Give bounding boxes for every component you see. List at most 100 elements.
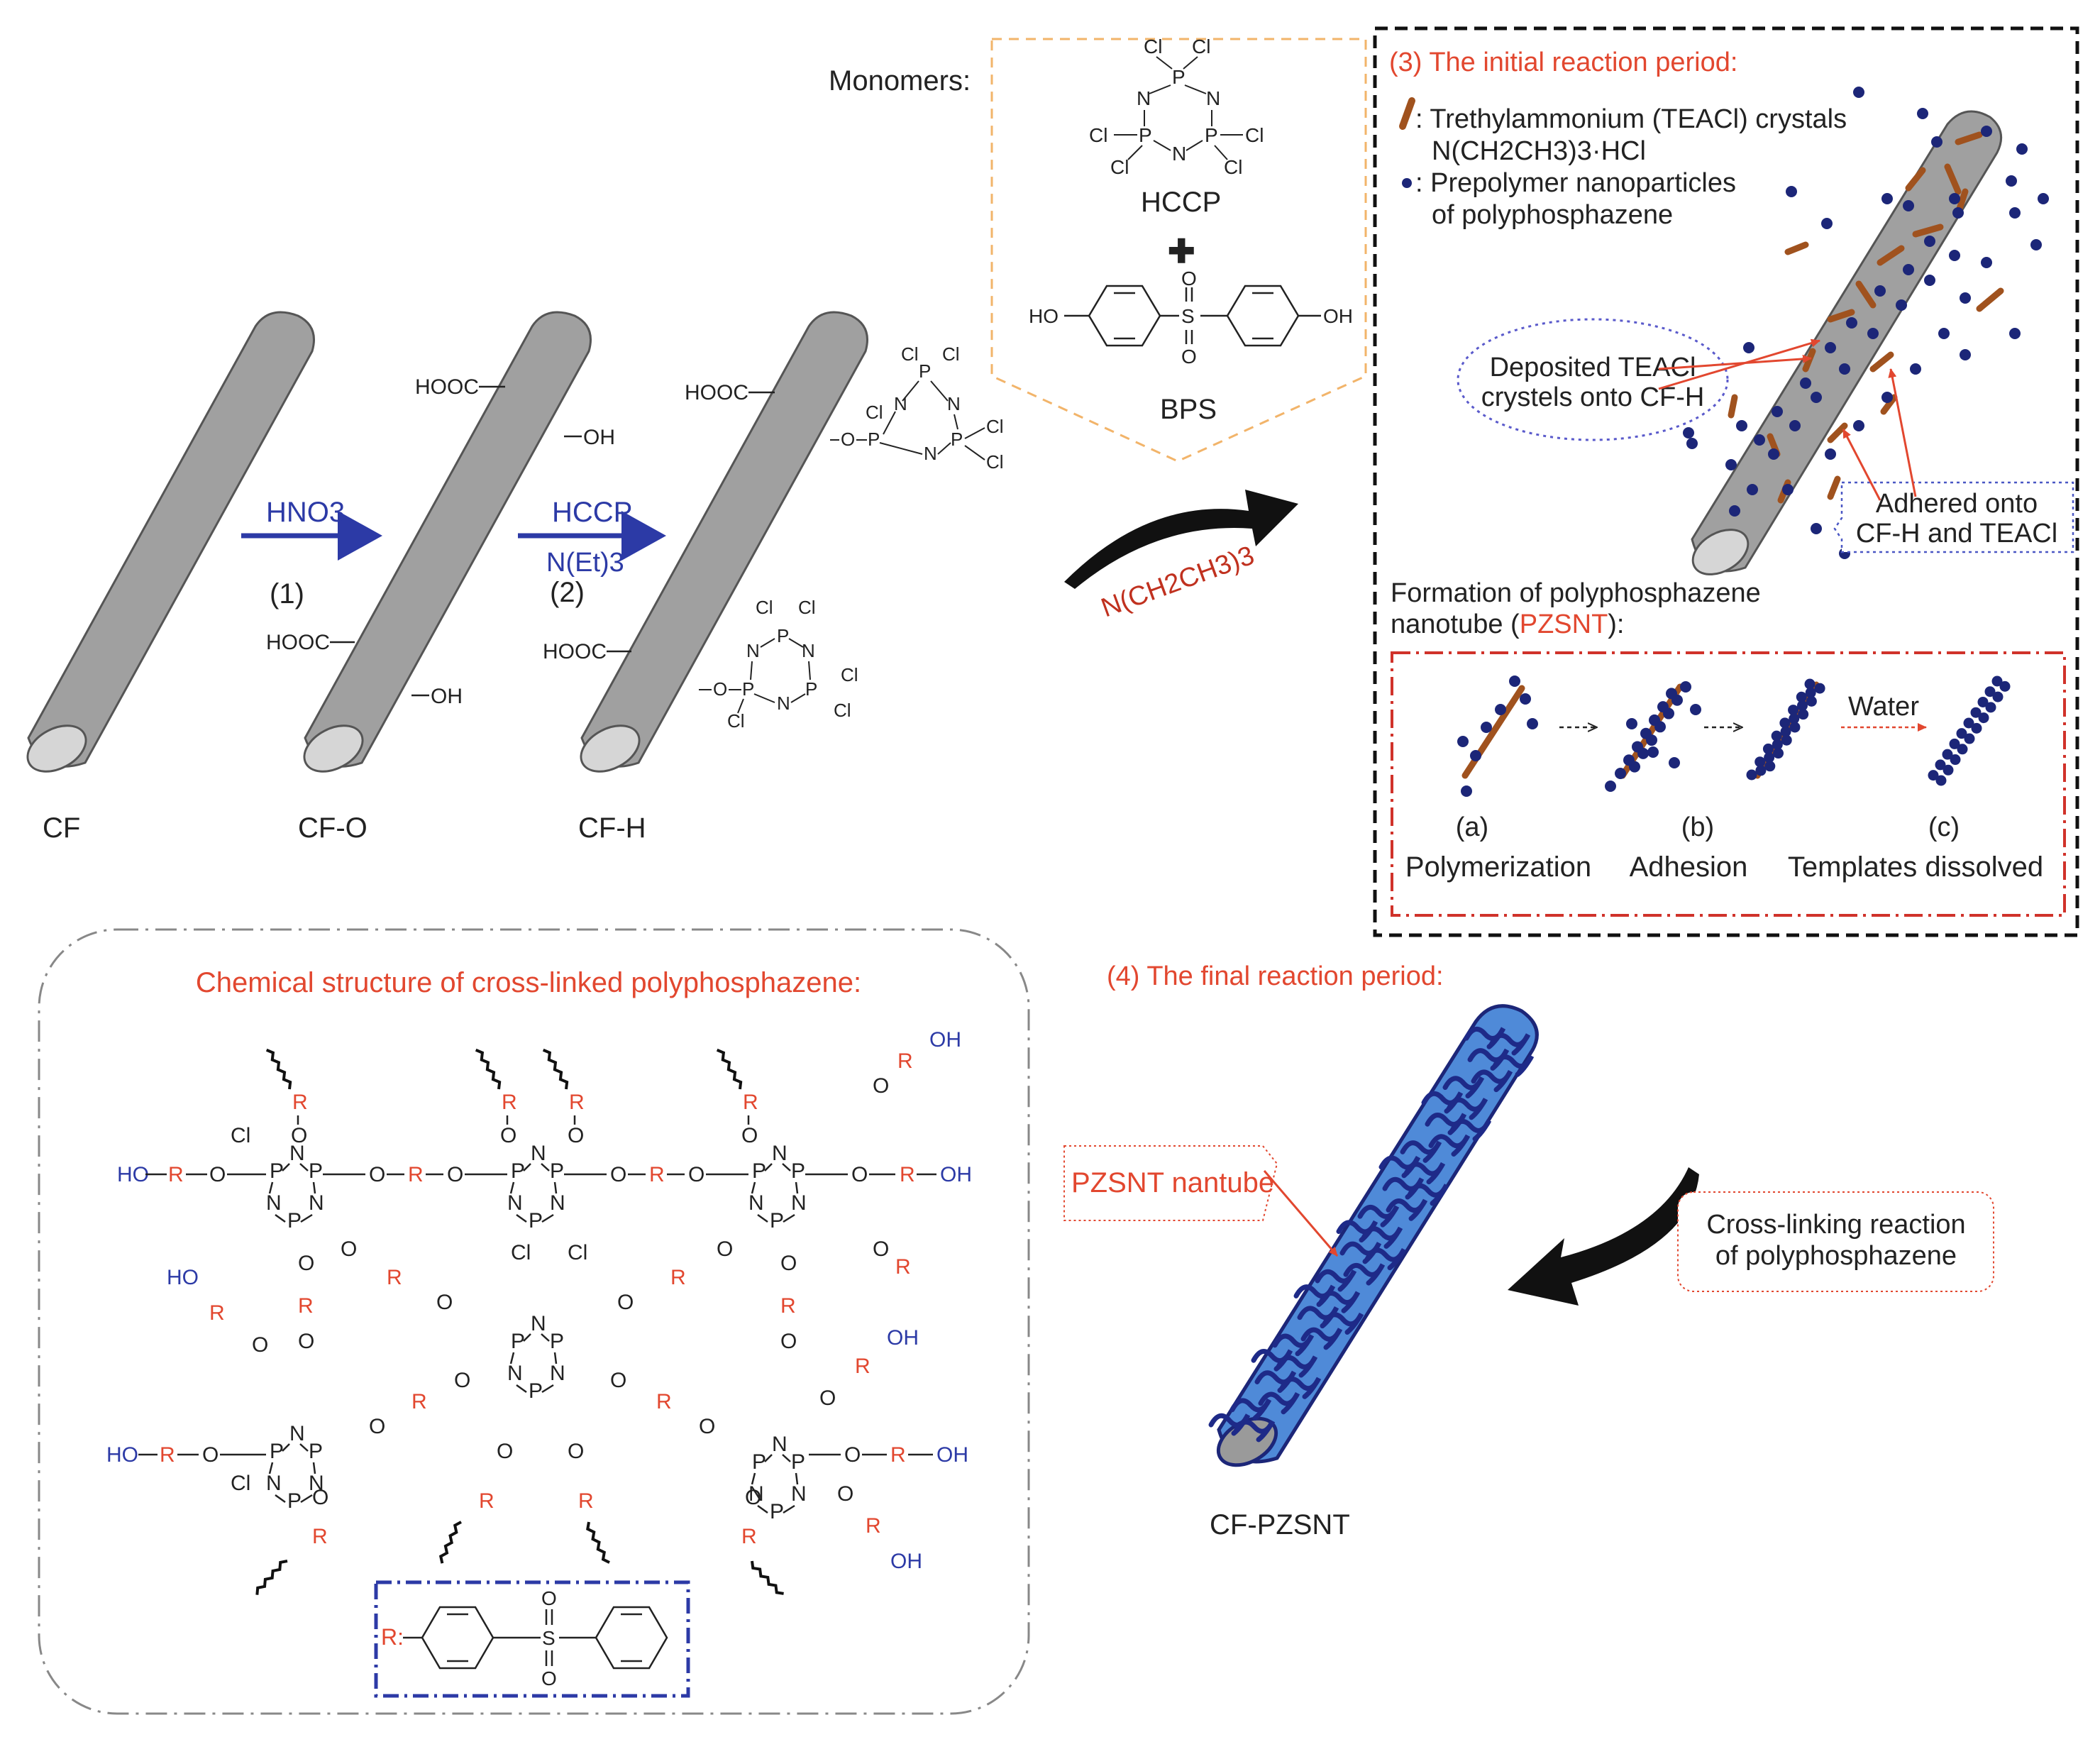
svg-text:Cl: Cl	[866, 402, 883, 423]
bond	[268, 1181, 274, 1194]
atom-label: R	[168, 1163, 184, 1186]
nanotube-strand	[1449, 1118, 1492, 1142]
nanoparticle	[1666, 688, 1677, 700]
nanotube-strand	[1276, 1355, 1318, 1378]
teacl-crystal	[1912, 224, 1944, 238]
nanoparticle	[1949, 738, 1960, 749]
formation-nanoparticles	[1457, 676, 2011, 797]
bond	[541, 1163, 550, 1171]
atom-label: R	[855, 1355, 871, 1378]
nanoparticle	[1999, 680, 2011, 692]
nanoparticle	[1811, 523, 1822, 534]
nanoparticle	[1924, 275, 1935, 286]
nanoparticle	[1935, 775, 1947, 786]
nanotube-strand	[1343, 1262, 1386, 1286]
nanoparticle	[1527, 718, 1538, 729]
atom-label: OH	[940, 1163, 972, 1186]
cfo-hooc-bottom: HOOC	[266, 631, 330, 654]
nanoparticle	[1950, 754, 1961, 766]
nanoparticle	[1964, 733, 1975, 744]
stage-a-letter: (a)	[1456, 812, 1488, 842]
atom-label: O	[837, 1482, 853, 1506]
nanoparticle	[1846, 317, 1857, 329]
atom-label: P	[550, 1159, 564, 1183]
fiber-cf-h	[580, 311, 868, 773]
nanoparticle	[1683, 427, 1694, 439]
nanoparticle	[1942, 764, 1954, 776]
bps-atoms: S O O	[1181, 268, 1197, 368]
fiber-label-cf-o: CF-O	[298, 812, 368, 844]
atom-label: HO	[117, 1163, 149, 1186]
bond	[764, 1454, 773, 1462]
formation-stage-a	[1461, 685, 1525, 779]
stage-b-letter: (b)	[1681, 812, 1714, 842]
bond	[523, 1333, 531, 1342]
atom-label: O	[341, 1237, 357, 1261]
nanoparticle	[1605, 781, 1616, 792]
fiber-label-cf: CF	[43, 812, 80, 844]
atom-label: P	[511, 1159, 525, 1183]
atom-label: P	[752, 1450, 766, 1474]
legend-teacl-line1: : Trethylammonium (TEACl) crystals	[1415, 104, 1847, 134]
atom-label: N	[309, 1191, 324, 1215]
nanoparticle	[2038, 193, 2049, 204]
nanoparticle-icon	[1402, 178, 1412, 188]
svg-text:P: P	[805, 678, 817, 700]
atom-label: N	[266, 1191, 282, 1215]
atom-label: O	[617, 1291, 634, 1314]
nanoparticle	[2006, 175, 2017, 187]
atom-label: N	[309, 1472, 324, 1495]
atom-label: OH	[936, 1443, 968, 1467]
atom-label: O	[851, 1163, 868, 1186]
atom-label: P	[529, 1209, 543, 1233]
atom-label: N	[772, 1433, 788, 1456]
atom-label: N	[507, 1362, 523, 1385]
atom-label: O	[568, 1440, 584, 1463]
nanotube-strand	[1442, 1076, 1485, 1099]
svg-text:O: O	[1181, 268, 1197, 290]
nanoparticle	[1981, 126, 1992, 137]
stage-c-letter: (c)	[1928, 812, 1960, 842]
nanoparticle	[1789, 420, 1801, 431]
bond	[757, 1504, 768, 1514]
atom-label: P	[770, 1209, 784, 1233]
atom-label: Cl	[568, 1241, 587, 1264]
atom-label: O	[447, 1163, 463, 1186]
nanoparticle	[1917, 108, 1928, 119]
polymer-chain-end	[751, 1560, 784, 1595]
nanoparticle	[1772, 739, 1783, 750]
nanoparticle	[1481, 722, 1492, 733]
adhered-pointer-1	[1842, 429, 1881, 501]
nanotube-strand	[1492, 1054, 1535, 1077]
bond	[757, 1213, 768, 1223]
nanotube-strand	[1386, 1198, 1428, 1221]
pzsnt-callout	[1063, 1145, 1278, 1221]
bond	[300, 1494, 313, 1504]
atom-label: R	[649, 1163, 665, 1186]
svg-text:Cl: Cl	[727, 710, 745, 732]
nanoparticle	[1971, 722, 1982, 734]
bond	[299, 1163, 309, 1171]
arrow1-number: (1)	[270, 578, 304, 610]
bond	[783, 1504, 795, 1514]
nanoparticle	[2016, 143, 2028, 155]
nanotube-strand	[1318, 1291, 1361, 1313]
nanoparticle	[1736, 420, 1747, 431]
nanoparticle	[1779, 717, 1791, 729]
nanotube-strand	[1488, 1032, 1531, 1056]
bps-ho: HO	[1029, 305, 1059, 327]
atom-label: P	[791, 1450, 805, 1474]
atom-label: N	[289, 1142, 305, 1165]
bond	[268, 1462, 274, 1474]
svg-text:Cl: Cl	[901, 343, 919, 365]
nanoparticle	[1806, 695, 1817, 707]
bond	[312, 1462, 316, 1474]
nanoparticle	[1781, 734, 1792, 746]
atom-label: O	[202, 1443, 219, 1467]
water-label: Water	[1848, 692, 1919, 722]
bond	[516, 1213, 527, 1223]
nanotube-strand	[1357, 1205, 1400, 1228]
svg-text:N: N	[1206, 87, 1220, 109]
hccp-label: HCCP	[1141, 187, 1221, 218]
